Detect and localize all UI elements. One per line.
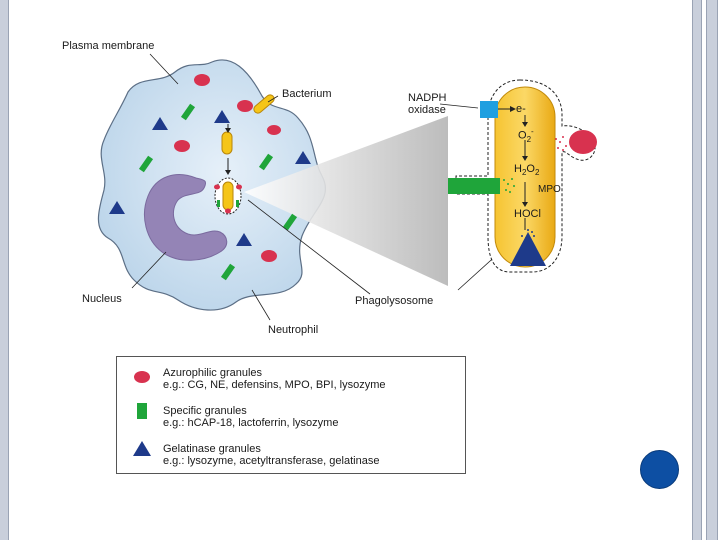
- label-nucleus: Nucleus: [82, 293, 122, 305]
- label-oxidase: oxidase: [408, 104, 446, 116]
- slide-frame-right: [690, 0, 720, 540]
- label-bacterium: Bacterium: [282, 88, 332, 100]
- gelatinase-granule-fusing: [510, 232, 546, 266]
- green-rectangle-icon: [137, 403, 147, 419]
- red-oval-icon: [134, 371, 150, 383]
- specific-granules: [138, 103, 298, 281]
- legend-detail: e.g.: CG, NE, defensins, MPO, BPI, lysoz…: [163, 379, 386, 391]
- phagolysosome-small: [214, 177, 242, 215]
- azurophilic-granules: [174, 74, 281, 262]
- gelatinase-granules: [109, 110, 311, 246]
- legend: Azurophilic granules e.g.: CG, NE, defen…: [116, 356, 466, 474]
- label-phagolysosome: Phagolysosome: [355, 295, 434, 307]
- legend-title: Gelatinase granules: [163, 443, 261, 455]
- label-hocl: HOCl: [514, 208, 541, 220]
- bacterium: [221, 94, 275, 155]
- legend-detail: e.g.: hCAP-18, lactoferrin, lysozyme: [163, 417, 339, 429]
- phagolysosome-enlarged: [494, 86, 556, 268]
- label-neutrophil: Neutrophil: [268, 324, 319, 336]
- label-plasma-membrane: Plasma membrane: [62, 40, 155, 52]
- nucleus: [144, 174, 228, 261]
- label-hydrogen-peroxide: H2O2: [514, 163, 540, 178]
- specific-dots: [503, 178, 515, 193]
- legend-detail: e.g.: lysozyme, acetyltransferase, gelat…: [163, 455, 380, 467]
- neutrophil-cell: [97, 59, 327, 311]
- label-nadph: NADPH: [408, 92, 447, 104]
- legend-title: Specific granules: [163, 405, 247, 417]
- label-mpo: MPO: [538, 184, 561, 195]
- azurophilic-granule-fusing: [569, 130, 597, 154]
- gelatinase-dots: [521, 229, 535, 239]
- legend-title: Azurophilic granules: [163, 367, 263, 379]
- nadph-oxidase: [480, 101, 498, 118]
- leader-lines: [131, 53, 501, 321]
- slide-frame-left: [0, 0, 9, 540]
- label-electron: e-: [516, 103, 526, 115]
- label-superoxide: O2-: [518, 127, 534, 144]
- blue-triangle-icon: [133, 441, 151, 456]
- zoom-cone: [244, 116, 448, 286]
- reaction-arrowheads: [522, 122, 528, 207]
- slide-bullet-circle: [640, 450, 679, 489]
- specific-granule-fusing: [448, 178, 500, 194]
- fusion-dots: [555, 136, 567, 151]
